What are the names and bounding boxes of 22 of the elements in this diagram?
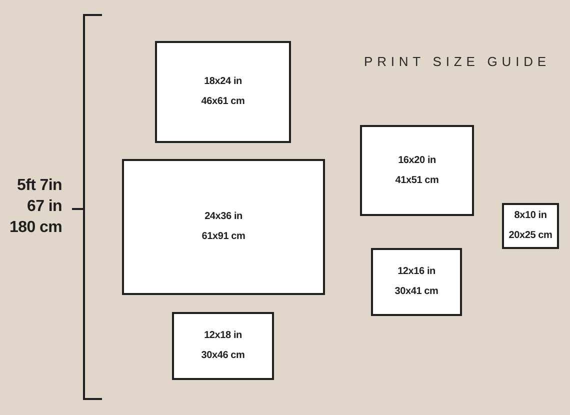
- print-frame: [502, 203, 559, 249]
- size-inches-text: 24x36 in: [204, 211, 242, 223]
- height-label: 67 in: [27, 197, 62, 217]
- print-frame: [371, 248, 462, 316]
- size-inches-text: 16x20 in: [398, 154, 436, 166]
- size-inches-text: 12x18 in: [204, 330, 242, 342]
- size-inches-text: 8x10 in: [514, 210, 547, 222]
- print-frame: [172, 312, 274, 380]
- size-inches-text: 18x24 in: [204, 76, 242, 88]
- height-label: 180 cm: [10, 218, 62, 238]
- size-cm-text: 61x91 cm: [202, 231, 246, 243]
- size-inches-text: 12x16 in: [398, 266, 436, 278]
- print-frame: [122, 159, 325, 295]
- size-cm-text: 30x46 cm: [201, 350, 245, 362]
- size-cm-text: 20x25 cm: [508, 230, 552, 242]
- guide-title: PRINT SIZE GUIDE: [364, 54, 550, 70]
- print-frame: [155, 41, 291, 143]
- size-cm-text: 41x51 cm: [395, 174, 439, 186]
- print-frame: [360, 125, 474, 216]
- height-label: 5ft 7in: [16, 176, 62, 196]
- size-cm-text: 46x61 cm: [201, 96, 245, 108]
- size-cm-text: 30x41 cm: [394, 286, 438, 298]
